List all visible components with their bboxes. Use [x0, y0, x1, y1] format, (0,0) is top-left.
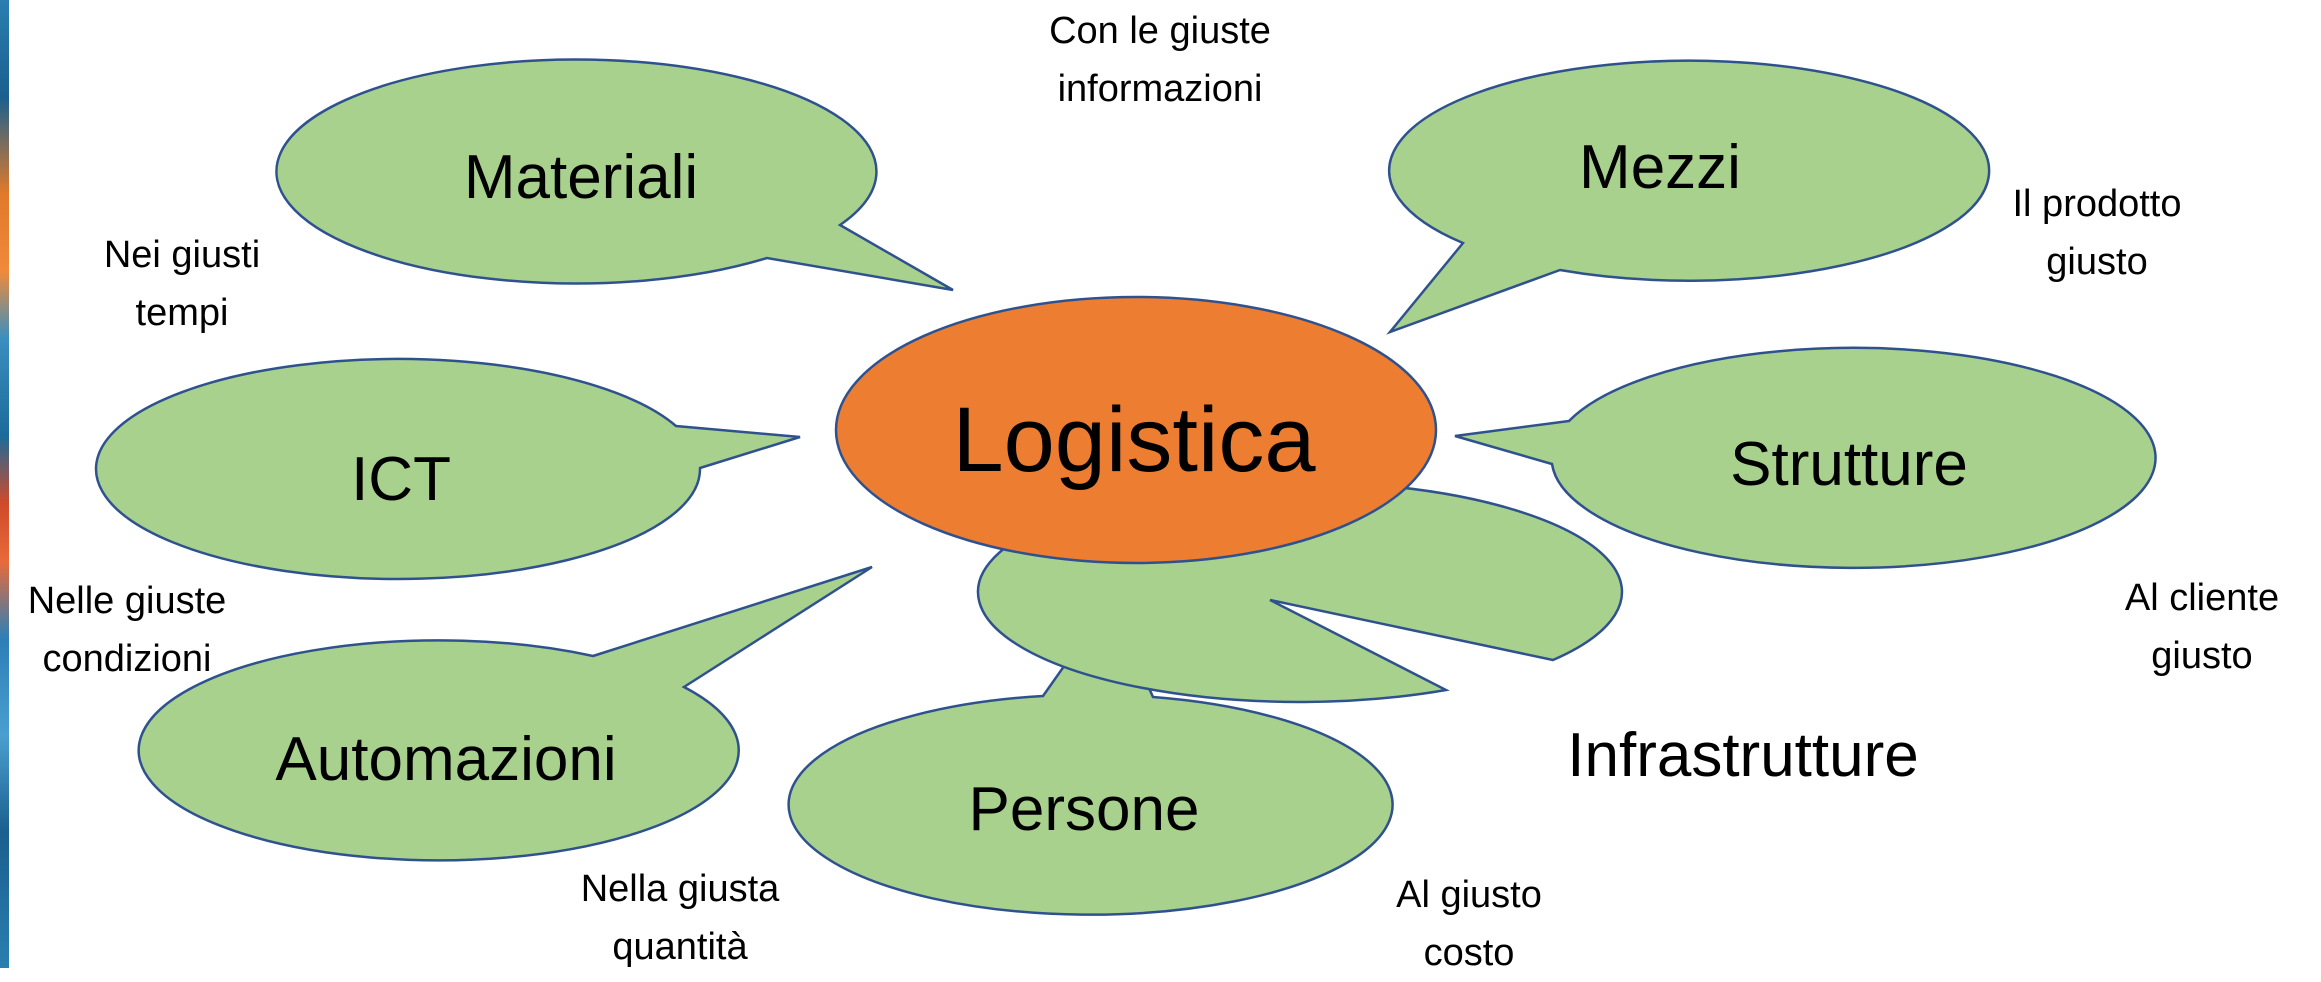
hub-ellipse — [834, 295, 1438, 565]
materiali-label: Materiali — [463, 143, 699, 212]
bubble-mezzi — [1386, 59, 1991, 335]
left-edge-strip — [0, 0, 9, 968]
persone-label: Persone — [968, 775, 1200, 844]
automazioni-label: Automazioni — [275, 725, 617, 794]
note-cliente: Al cliente giusto — [2124, 577, 2280, 677]
note-prodotto: Il prodotto giusto — [2012, 183, 2182, 283]
hub-label: Logistica — [952, 389, 1316, 491]
note-tempi: Nei giusti tempi — [103, 234, 261, 334]
note-condizioni: Nelle giuste condizioni — [27, 580, 227, 680]
note-costo: Al giusto costo — [1396, 874, 1542, 974]
bubble-strutture — [1454, 346, 2157, 570]
note-quantita: Nella giusta quantità — [580, 868, 780, 968]
bubble-ict — [94, 357, 801, 581]
bubble-materiali — [275, 58, 954, 292]
mezzi-label: Mezzi — [1579, 133, 1741, 202]
note-informazioni: Con le giuste informazioni — [1049, 10, 1271, 110]
bubble-persone — [787, 598, 1394, 916]
infrastrutture-label: Infrastrutture — [1567, 721, 1919, 790]
bubble-automazioni — [137, 565, 873, 862]
strutture-label: Strutture — [1730, 430, 1968, 499]
ict-label: ICT — [351, 445, 451, 514]
